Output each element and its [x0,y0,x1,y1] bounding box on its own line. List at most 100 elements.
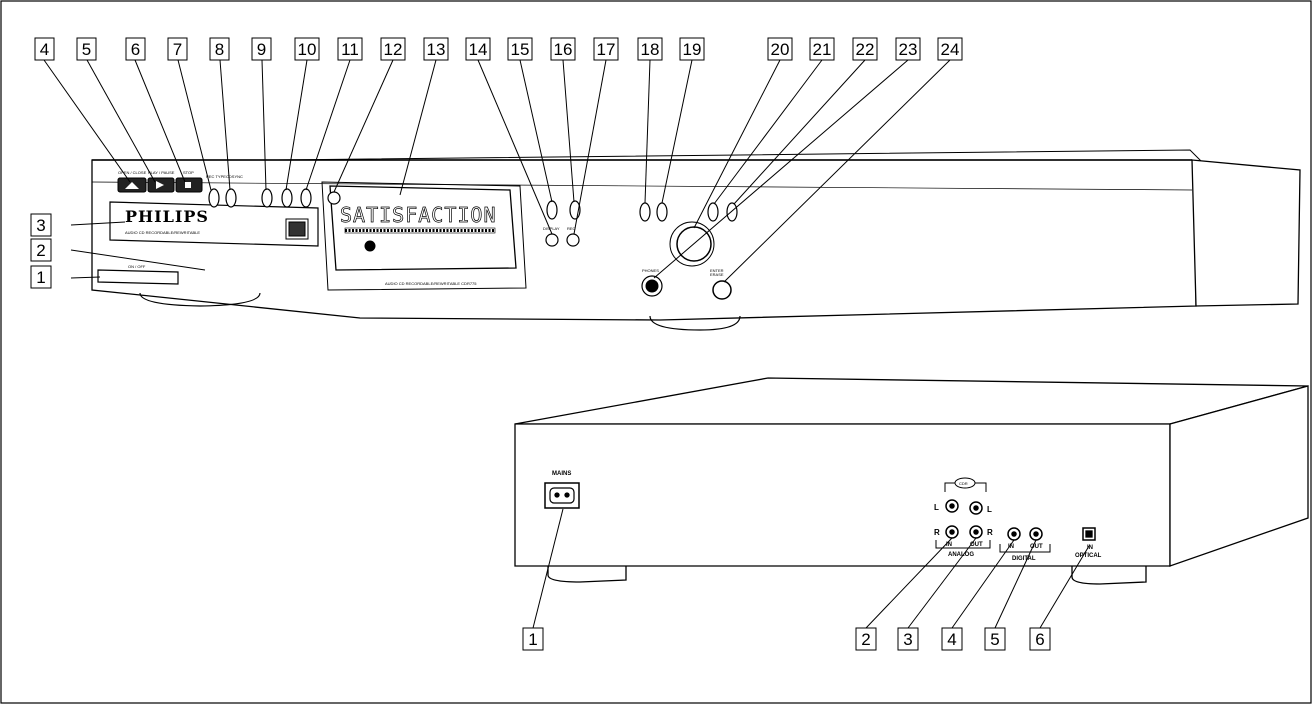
onoff-switch[interactable] [97,269,179,285]
callout-4 [34,37,55,61]
analog-out-l-jack[interactable] [969,501,983,515]
button-19[interactable] [656,202,668,222]
button-21[interactable] [707,202,719,222]
callout-side-1 [30,265,52,289]
front-face [91,159,1197,321]
callout-text-side-2: 2 [36,241,45,260]
button-11[interactable] [300,188,312,208]
analog-bracket [935,540,991,549]
rear-right-side [1169,385,1309,567]
button-15[interactable] [546,200,558,220]
button-9[interactable] [261,188,273,208]
rec-type-label: REC TYPE [206,174,226,179]
play-pause-label: PLAY / PAUSE [148,170,175,175]
digital-bracket [999,544,1051,553]
callout-text-side-1: 1 [36,268,45,287]
callout-21 [809,37,835,61]
front-right-side [1191,159,1301,307]
display-window [329,185,517,271]
optical-label: OPTICAL [1075,553,1102,559]
callout-text-rear-3: 3 [903,630,912,649]
callout-text-14: 14 [469,40,488,59]
callout-text-19: 19 [683,40,702,59]
callout-12 [380,37,406,61]
analog-in-l-jack[interactable] [945,499,959,513]
rear-foot-left [547,566,627,583]
callout-rear-5 [984,627,1006,651]
callout-text-24: 24 [941,40,960,59]
jog-dial-outer [669,221,715,267]
callout-text-rear-1: 1 [528,630,537,649]
callout-text-18: 18 [641,40,660,59]
l-label-in: L [934,503,939,512]
play-icon [156,181,164,189]
callout-numbers: 4 5 6 7 8 9 10 11 12 13 14 15 16 17 18 1… [36,40,1044,649]
cd-logo-inner [288,221,306,237]
callout-text-side-3: 3 [36,216,45,235]
callout-text-8: 8 [215,40,224,59]
callout-13 [423,37,449,61]
callout-7 [167,37,188,61]
r-label-out: R [987,528,993,537]
r-label-in: R [934,528,940,537]
front-foot-right [649,315,741,331]
rca-jacks [945,499,1043,541]
callout-side-2 [30,238,52,262]
callout-text-11: 11 [341,40,359,59]
callout-17 [593,37,619,61]
phones-jack[interactable] [645,279,659,293]
callout-6 [125,37,146,61]
callout-text-5: 5 [82,40,91,59]
callout-text-rear-6: 6 [1035,630,1044,649]
mains-inlet-inner [549,487,575,504]
callout-rear-6 [1029,627,1051,651]
callout-8 [209,37,230,61]
callout-19 [679,37,705,61]
enter-label: ENTER [710,268,724,273]
cd-logo-box [285,218,309,240]
cdsync-label: CDSYNC [226,174,243,179]
callout-5 [76,37,97,61]
callout-rear-3 [897,627,919,651]
display-label: DISPLAY [543,226,560,231]
analog-out-label: OUT [970,542,983,548]
callout-23 [895,37,921,61]
stop-label: STOP [183,170,194,175]
analog-in-label: IN [946,542,952,548]
rec-type-button[interactable] [208,188,220,208]
callout-text-17: 17 [597,40,616,59]
callout-text-4: 4 [40,40,49,59]
rec-label: REC [567,226,576,231]
disc-tray [109,201,319,247]
analog-label: ANALOG [948,552,974,558]
optical-in-label: IN [1087,545,1093,551]
erase-button[interactable] [712,280,732,300]
cdr-label: CDR [959,481,968,486]
digital-label: DIGITAL [1012,556,1036,562]
optical-in-port[interactable] [1082,527,1096,541]
callout-text-6: 6 [131,40,140,59]
callout-text-23: 23 [899,40,918,59]
cdr-badge [954,477,976,489]
callout-text-13: 13 [427,40,446,59]
button-14[interactable] [545,233,559,247]
callout-24 [937,37,963,61]
callout-11 [337,37,363,61]
callout-18 [637,37,663,61]
callout-text-21: 21 [813,40,832,59]
cdsync-button[interactable] [225,188,237,208]
button-10[interactable] [281,188,293,208]
callout-text-9: 9 [257,40,266,59]
button-22[interactable] [726,202,738,222]
button-12[interactable] [327,191,341,205]
callout-rear-2 [855,627,877,651]
mains-inlet[interactable] [544,482,580,509]
callout-15 [507,37,533,61]
button-17[interactable] [566,233,580,247]
front-unit [91,149,1301,331]
erase-label: ERASE [710,272,724,277]
callout-20 [767,37,793,61]
button-18[interactable] [639,202,651,222]
